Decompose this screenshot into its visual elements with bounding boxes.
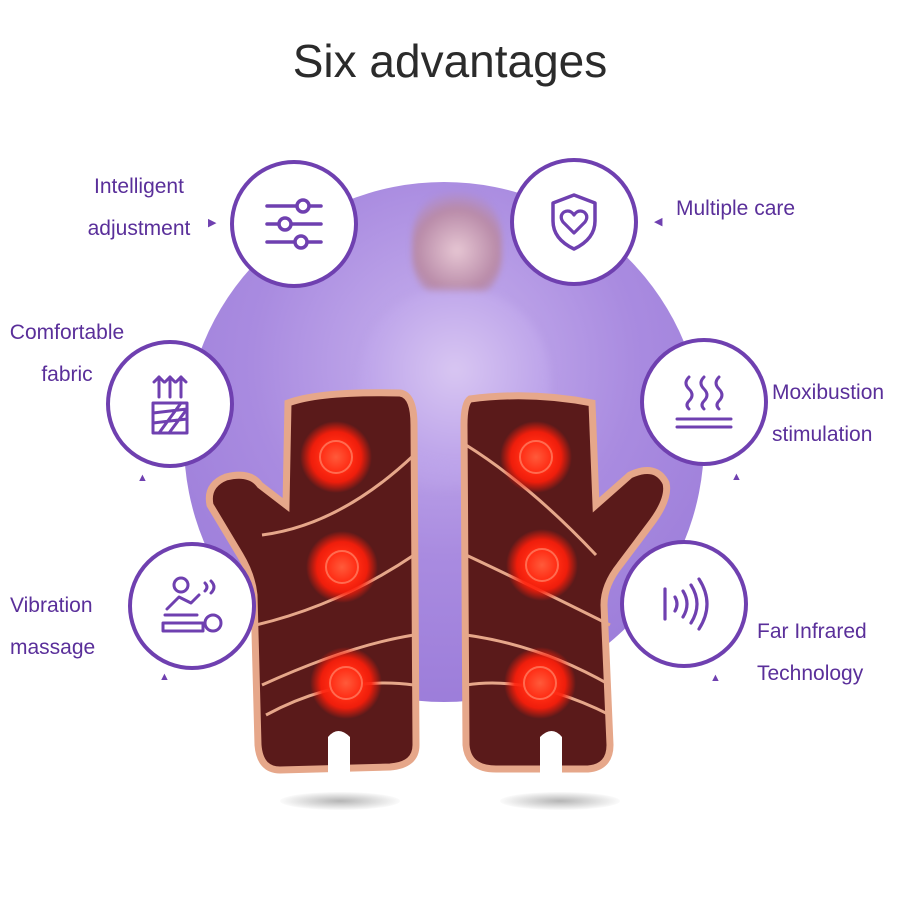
sliders-icon [265,198,323,250]
feature-label: Multiple care [676,197,796,220]
feature-far-infrared-technology [620,540,748,668]
feature-vibration-massage [128,542,256,670]
feature-moxibustion-stimulation [640,338,768,466]
feature-comfortable-fabric [106,340,234,468]
model-photo-head [412,190,502,300]
pointer-arrow-icon: ◀ [654,216,663,228]
pointer-arrow-icon: ▲ [710,672,721,684]
feature-intelligent-adjustment [230,160,358,288]
right-glove-shadow [500,792,620,810]
feature-multiple-care [510,158,638,286]
infrared-waves-icon [663,577,709,631]
pointer-arrow-icon: ▲ [731,471,742,483]
left-glove-shadow [280,792,400,810]
pointer-arrow-icon: ▲ [159,671,170,683]
pointer-arrow-icon: ▲ [137,472,148,484]
massage-icon [161,576,223,633]
heated-gloves-image [205,389,671,774]
pointer-arrow-icon: ▶ [208,217,217,229]
heat-waves-icon [675,375,733,429]
page-title: Six advantages [292,35,608,87]
shield-heart-icon [551,193,597,251]
fabric-icon [151,375,189,435]
